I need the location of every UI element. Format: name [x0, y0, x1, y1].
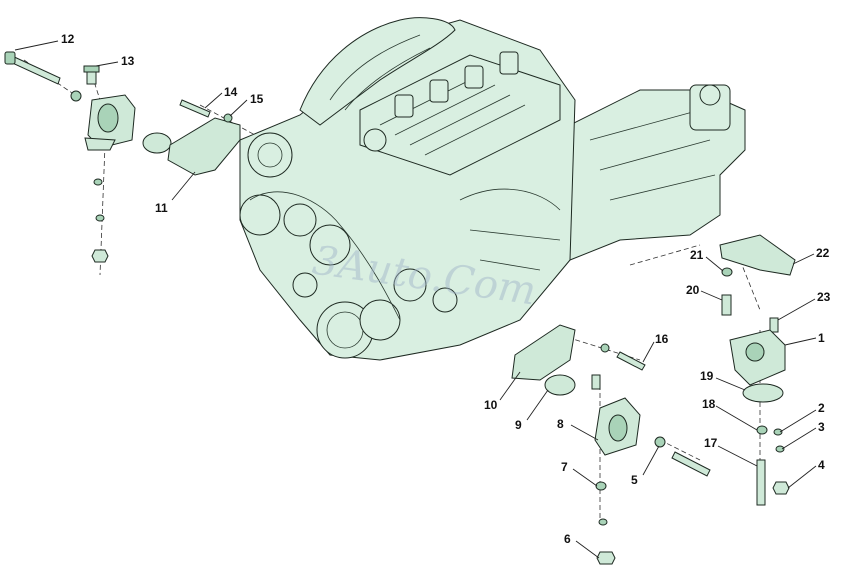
callout-3: 3 — [818, 420, 825, 434]
callout-4: 4 — [818, 458, 825, 472]
callout-9: 9 — [515, 418, 522, 432]
callout-23: 23 — [817, 290, 831, 304]
callout-22: 22 — [816, 246, 830, 260]
callout-8: 8 — [557, 417, 564, 431]
callout-15: 15 — [250, 92, 264, 106]
callout-6: 6 — [564, 532, 571, 546]
callout-13: 13 — [121, 54, 135, 68]
callout-14: 14 — [224, 85, 238, 99]
callout-10: 10 — [484, 398, 498, 412]
callout-19: 19 — [700, 369, 714, 383]
callout-labels: 1 2 3 4 5 6 7 8 9 10 11 12 13 — [14, 32, 831, 559]
callout-5: 5 — [631, 473, 638, 487]
callout-11: 11 — [155, 201, 168, 215]
callout-17: 17 — [704, 436, 718, 450]
callout-21: 21 — [690, 248, 704, 262]
callout-7: 7 — [561, 460, 568, 474]
right-mount-parts — [719, 234, 796, 506]
callout-1: 1 — [818, 331, 825, 345]
left-mount-parts — [4, 51, 241, 263]
callout-20: 20 — [686, 283, 700, 297]
callout-18: 18 — [702, 397, 716, 411]
engine-assembly — [239, 17, 746, 361]
callout-2: 2 — [818, 401, 825, 415]
callout-16: 16 — [655, 332, 669, 346]
center-mount-parts — [511, 324, 711, 565]
callout-12: 12 — [61, 32, 75, 46]
